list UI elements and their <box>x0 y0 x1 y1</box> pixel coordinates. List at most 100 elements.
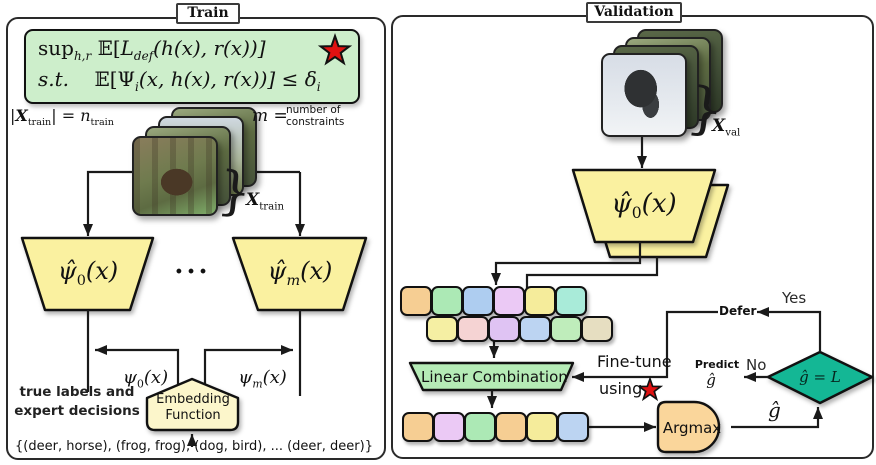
m-def-line2: constraints <box>286 116 345 128</box>
embedding-token <box>433 412 465 442</box>
embedding-token <box>464 412 496 442</box>
trainset-label: Xtrain <box>246 190 284 212</box>
caption-line2: expert decisions <box>14 403 140 419</box>
ellipsis-dots: ... <box>165 250 220 280</box>
train-tab: Train <box>176 3 240 24</box>
m-definition: number of constraints <box>286 104 344 128</box>
embedding-token <box>526 412 558 442</box>
embedding-token <box>457 316 489 342</box>
loss-subscript: def <box>133 49 154 63</box>
delta-symbol: δ <box>304 67 317 91</box>
argmax-to-decision-arrow <box>731 407 823 429</box>
valset-label: Xval <box>712 116 740 138</box>
n-subscript: train <box>90 117 114 129</box>
m-equals: m = <box>252 106 288 126</box>
psi-sub: 0 <box>631 204 642 223</box>
validation-title: Validation <box>594 4 674 20</box>
constraint-args: (x, h(x), r(x))] ≤ <box>138 67 305 91</box>
caption-line1: true labels and <box>19 384 135 400</box>
embedding-function-pentagon <box>145 377 240 432</box>
psi-sub: m <box>286 272 301 289</box>
linear-combination-label: Linear Combination <box>421 368 568 386</box>
finetune-feedback-arrow <box>572 310 718 382</box>
objective-line: suph,r 𝔼[Ldef(h(x), r(x))] <box>38 36 266 63</box>
no-text: No <box>746 356 767 374</box>
psi-args: (x) <box>262 367 287 388</box>
psi0-model-label: ψ̂0(x) <box>38 257 138 289</box>
true-labels-caption: true labels and expert decisions <box>6 383 148 421</box>
embedding-token <box>495 412 527 442</box>
psi-args: (x) <box>641 189 677 219</box>
objective-formula-box <box>24 29 360 104</box>
linear-combination-text: Linear Combination <box>421 368 568 386</box>
psi-args: (x) <box>300 257 333 285</box>
delta-subscript: i <box>316 80 321 94</box>
embedding-token <box>550 316 582 342</box>
bar: | <box>10 106 16 125</box>
x-subscript: train <box>259 201 285 213</box>
embedding-token <box>555 286 587 316</box>
predict-ghat-text: ĝ <box>706 371 716 389</box>
embedding-token <box>488 316 520 342</box>
m-def-line1: number of <box>286 104 341 116</box>
x-symbol: X <box>15 106 28 125</box>
x-subscript: train <box>27 117 52 129</box>
embedding-token <box>431 286 463 316</box>
no-label: No <box>746 356 766 374</box>
expectation-symbol: 𝔼[ <box>97 36 121 60</box>
psi-subscript: i <box>135 80 139 94</box>
finetune-star-icon <box>636 376 664 402</box>
predict-label: Predict <box>694 358 740 371</box>
embedding-token <box>493 286 525 316</box>
embedding-line2: Function <box>165 408 221 423</box>
sup-operator: sup <box>38 36 74 60</box>
dots: ... <box>174 250 211 280</box>
finetune-label-line2: using <box>599 379 642 398</box>
embedding-line1: Embedding <box>156 392 230 407</box>
decision-condition-label: ĝ = L <box>770 368 870 386</box>
psi-sub: m <box>252 377 263 391</box>
finetune-text: Fine-tune <box>597 352 672 371</box>
argmax-text: Argmax <box>662 419 722 437</box>
embedding-function-label: Embedding Function <box>143 392 243 424</box>
condition-text: ĝ = L <box>799 368 841 386</box>
psi-args: (x) <box>143 367 169 388</box>
psim-output-label: ψm(x) <box>220 367 305 391</box>
x-subscript: val <box>725 127 741 139</box>
psi: ψ <box>238 367 253 388</box>
train-model-trapezoid-psim <box>231 236 368 312</box>
train-model-trapezoid-psi0 <box>20 236 155 312</box>
validation-photo-deer <box>601 53 687 137</box>
constraint-line: s.t. 𝔼[Ψi(x, h(x), r(x))] ≤ δi <box>38 67 321 94</box>
yes-text: Yes <box>782 289 807 307</box>
decision-diamond <box>766 350 874 405</box>
psi0-output-label: ψ0(x) <box>103 367 188 391</box>
psi-hat: ψ̂ <box>611 189 632 219</box>
m-symbol-label: m = <box>252 106 288 126</box>
embedding-token <box>524 286 556 316</box>
equals: | = <box>51 106 81 125</box>
objective-args: (h(x), r(x))] <box>153 36 266 60</box>
argmax-shape <box>656 400 721 454</box>
yes-label: Yes <box>782 289 806 307</box>
validation-model-trapezoid-front <box>571 168 717 244</box>
psi-hat: ψ̂ <box>57 257 77 285</box>
x-symbol: X <box>246 190 260 210</box>
objective-star-icon <box>317 32 353 66</box>
defer-text: Defer <box>719 304 757 318</box>
subject-to: s.t. <box>38 67 70 91</box>
example-pairs-text: {(deer, horse), (frog, frog), (dog, bird… <box>15 439 373 454</box>
predict-text: Predict <box>694 358 740 371</box>
trainset-size-label: |Xtrain| = ntrain <box>10 106 114 128</box>
embedding-token <box>581 316 613 342</box>
expectation-symbol: 𝔼[ <box>94 67 118 91</box>
decision-yes-arrow <box>757 307 822 352</box>
psi-sub: 0 <box>76 272 86 289</box>
embedding-token <box>519 316 551 342</box>
argmax-label: Argmax <box>660 419 724 437</box>
sup-subscript: h,r <box>73 49 92 63</box>
psi-constraint-symbol: Ψ <box>117 67 136 91</box>
using-text: using <box>599 379 643 398</box>
train-photo-deer <box>132 136 218 216</box>
